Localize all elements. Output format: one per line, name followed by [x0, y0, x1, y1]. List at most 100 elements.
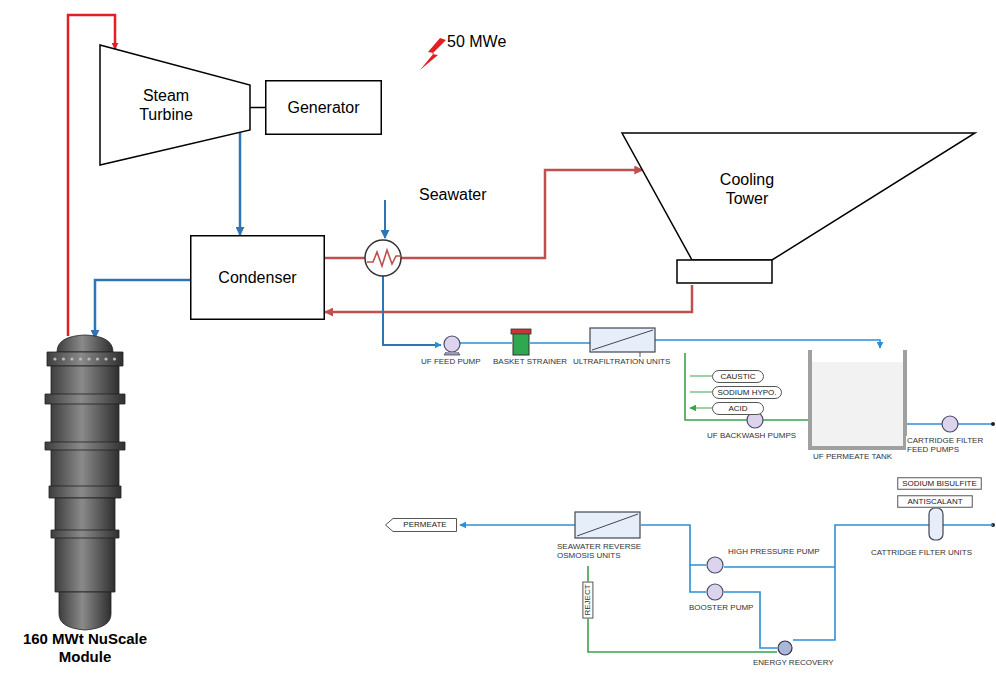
permeate-pipe — [460, 524, 575, 526]
reactor-module: 160 MWt NuScale Module — [15, 330, 155, 670]
condenser-box: Condenser — [190, 235, 325, 320]
ro-feed-pipe — [793, 525, 993, 640]
flow-connector — [250, 107, 265, 109]
seawater-pipe — [383, 276, 441, 345]
flange-bolt — [87, 357, 90, 360]
chemical-tank-outline — [897, 477, 982, 490]
flange-bolt — [104, 357, 107, 360]
pump-symbol — [942, 416, 958, 432]
node-text: Condenser — [218, 268, 296, 287]
booster-pipe — [690, 565, 777, 648]
tank-water — [812, 362, 903, 446]
reactor-vessel — [49, 486, 121, 498]
pump-symbol — [707, 584, 723, 600]
hp-feed-pipe — [724, 566, 835, 568]
box-outline — [713, 403, 764, 415]
reject-pipe — [588, 566, 777, 652]
box-outline — [713, 387, 782, 399]
flange-bolt — [96, 357, 99, 360]
equipment-label: SEAWATER REVERSE OSMOSIS UNITS — [556, 542, 654, 560]
flange-bolt — [79, 357, 82, 360]
node-text: Generator — [287, 98, 359, 117]
node-text: SODIUM HYPO. — [717, 388, 776, 397]
node-text: PERMEATE — [403, 521, 446, 530]
continuation-dot — [991, 422, 995, 426]
heat-exchanger-coil — [367, 250, 401, 266]
equipment-label: UF BACKWASH PUMPS — [706, 431, 797, 440]
hp-discharge-pipe — [641, 525, 706, 565]
pump-symbol — [707, 557, 723, 573]
node-text: Cooling Tower — [707, 170, 787, 208]
uf-permeate-pipe — [655, 340, 880, 348]
equipment-label: CATTRIDGE FILTER UNITS — [870, 548, 973, 557]
condenser-box-outline — [190, 235, 325, 320]
reactor-module-outline — [15, 330, 155, 670]
node-text: SODIUM BISULFITE — [902, 479, 977, 488]
permeate-tank — [810, 350, 905, 448]
equipment-label: UF FEED PUMP — [420, 357, 482, 366]
turbine-outline — [100, 45, 250, 165]
membrane-line — [577, 514, 638, 536]
flange-bolt — [113, 357, 116, 360]
flange-bolt — [62, 357, 65, 360]
permeate-outlet-outline — [385, 518, 457, 532]
reactor-vessel — [59, 592, 111, 630]
generator-box: Generator — [265, 80, 382, 135]
flow-connector — [325, 285, 692, 312]
generator-box-outline — [265, 80, 382, 135]
steam-turbine: Steam Turbine — [100, 45, 250, 165]
steam-turbine-outline — [100, 45, 250, 165]
strainer-cap — [511, 329, 531, 334]
chemical-tank-outline — [712, 402, 764, 415]
flange-bolt — [53, 357, 56, 360]
cartridge-filter — [929, 508, 943, 540]
node-text: ANTISCALANT — [907, 497, 962, 506]
chemical-line — [690, 376, 712, 408]
box-outline — [898, 478, 982, 490]
power-bolt — [420, 38, 446, 70]
chemical-tank: ACID — [712, 402, 764, 415]
box-outline — [191, 236, 325, 320]
membrane-line — [592, 330, 653, 350]
reactor-vessel — [45, 442, 125, 450]
tower-outline — [622, 133, 975, 260]
chemical-tank: SODIUM BISULFITE — [897, 477, 982, 490]
pump-base — [444, 352, 460, 355]
box-outline — [266, 81, 382, 135]
backwash-suction — [763, 419, 808, 421]
reactor-vessel — [51, 530, 119, 538]
pump-symbol — [444, 336, 460, 352]
ro-unit — [575, 512, 640, 538]
stream-label: REJECT — [582, 581, 593, 618]
seawater-inlet — [384, 200, 386, 238]
reactor-vessel — [47, 352, 123, 366]
chemical-tank-outline — [712, 370, 764, 383]
power-output: 50 MWe — [446, 33, 507, 51]
chemical-tank: ANTISCALANT — [897, 495, 973, 508]
equipment-label: ULTRAFILTRATION UNITS — [572, 357, 671, 366]
flange-bolt — [70, 357, 73, 360]
ultrafiltration-unit — [590, 328, 655, 352]
flow-connector — [68, 15, 115, 336]
equipment-label: UF PERMEATE TANK — [812, 452, 893, 461]
node-text: 160 MWt NuScale Module — [15, 630, 155, 666]
backwash-pipe — [685, 353, 747, 420]
tag-outline — [386, 519, 457, 532]
equipment-label: ENERGY RECOVERY — [752, 658, 835, 667]
uf-drain — [640, 352, 641, 358]
reactor-vessel — [57, 335, 113, 352]
stream-label: Seawater — [418, 186, 488, 204]
chemical-tank-outline — [712, 386, 782, 399]
tower-basin — [677, 260, 772, 283]
permeate-outlet: PERMEATE — [385, 518, 457, 532]
flow-connector — [239, 132, 242, 235]
equipment-label: HIGH PRESSURE PUMP — [727, 547, 821, 556]
equipment-label: BASKET STRAINER — [492, 357, 568, 366]
cooling-tower: Cooling Tower — [622, 133, 975, 285]
box-outline — [898, 496, 973, 508]
chemical-tank-outline — [897, 495, 973, 508]
